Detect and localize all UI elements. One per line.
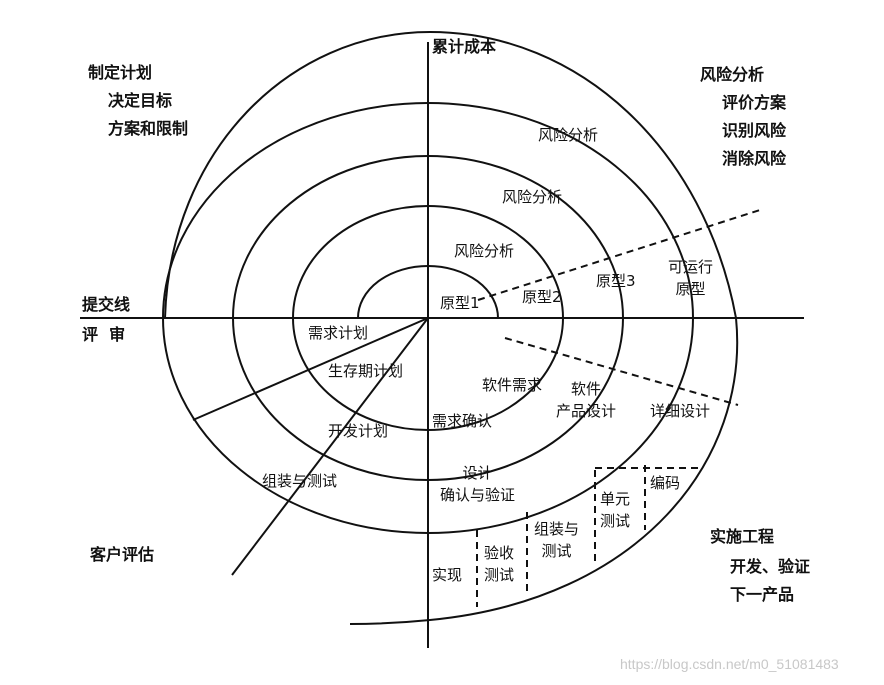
watermark: https://blog.csdn.net/m0_51081483 [620,656,839,672]
implementation: 实现 [432,566,463,584]
prototype-3: 原型3 [596,272,636,290]
risk-analysis-middle: 风险分析 [502,188,563,206]
prototype-divider-bottom [504,337,739,406]
development-plan: 开发计划 [328,422,389,440]
requirements-plan: 需求计划 [308,324,369,342]
quadrant-client-eval: 客户评估 [90,545,155,564]
submit-line-label: 提交线 [82,295,131,314]
acceptance-test: 验收 测试 [484,544,515,584]
quadrant-risk-2: 评价方案 [722,93,787,112]
lifecycle-plan: 生存期计划 [328,362,404,380]
risk-analysis-outer: 风险分析 [538,126,599,144]
quadrant-risk-4: 消除风险 [722,149,787,168]
quadrant-plan-1: 制定计划 [88,63,153,82]
integration-test: 组装与 测试 [534,520,580,560]
detailed-design: 详细设计 [650,402,711,420]
design-verification: 设计 确认与验证 [440,464,516,504]
product-design: 软件 产品设计 [556,380,617,420]
review-label: 评 审 [82,325,126,344]
prototype-divider-top [477,209,761,301]
prototype-1: 原型1 [440,294,480,312]
quadrant-eng-2: 开发、验证 [730,557,811,576]
requirements-validation: 需求确认 [432,412,493,430]
coding: 编码 [650,474,681,492]
client-eval-line-1 [192,317,429,421]
risk-analysis-inner: 风险分析 [454,242,515,260]
integration-test-plan: 组装与测试 [262,472,338,490]
quadrant-eng-3: 下一产品 [730,585,795,604]
quadrant-risk-3: 识别风险 [722,121,787,140]
software-requirements: 软件需求 [482,376,543,394]
client-eval-line-2 [231,317,429,576]
quadrant-plan-2: 决定目标 [108,91,173,110]
quadrant-risk-1: 风险分析 [700,65,765,84]
spiral-outer [164,30,739,625]
spiral-turn-1 [357,264,499,319]
operational-prototype: 可运行 原型 [668,258,714,298]
spiral-turn-3 [232,155,624,481]
quadrant-plan-3: 方案和限制 [108,119,189,138]
spiral-turn-2 [292,205,564,431]
unit-test: 单元 测试 [600,490,631,530]
cost-axis-label: 累计成本 [432,37,497,56]
prototype-2: 原型2 [522,288,562,306]
quadrant-eng-1: 实施工程 [710,527,775,546]
spiral-turn-4 [162,102,694,534]
